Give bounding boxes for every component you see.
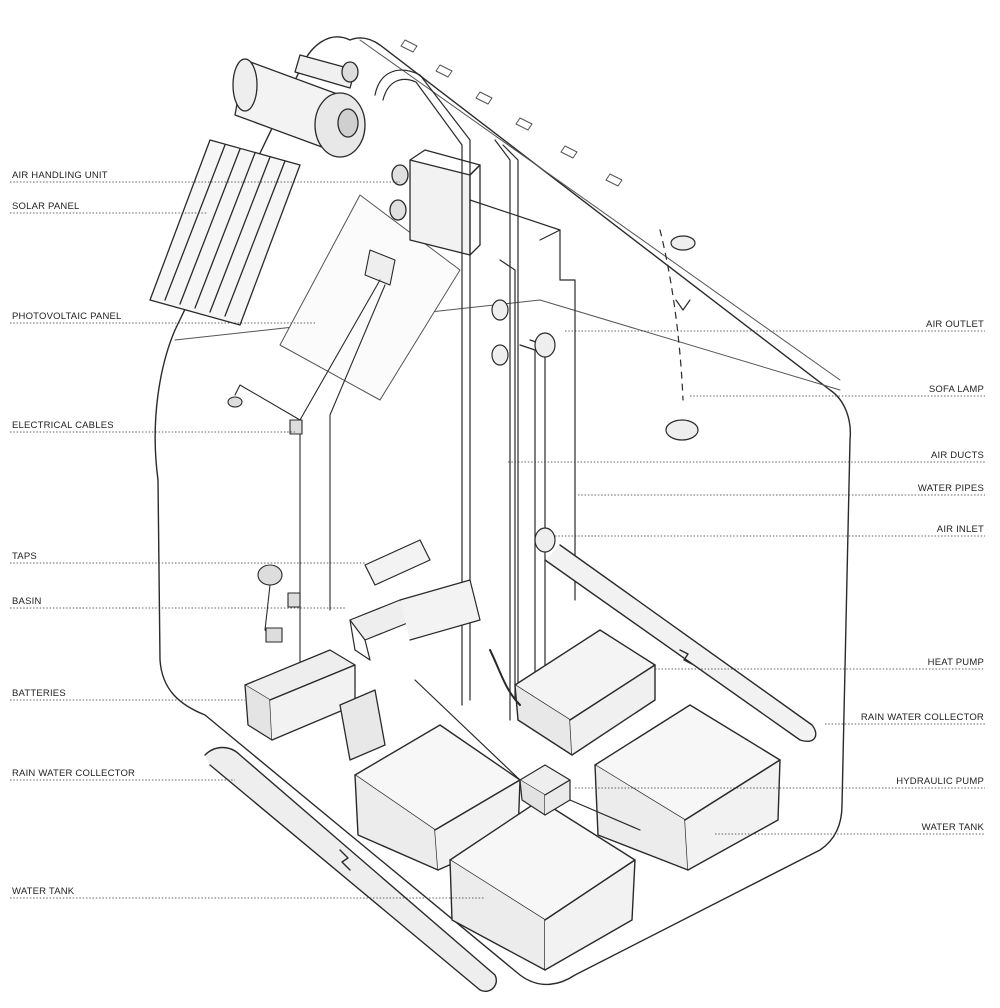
solar-tank: [232, 54, 366, 158]
label-water-tank-left: WATER TANK: [12, 886, 75, 897]
water-tank-back-left: [354, 724, 521, 871]
label-electrical-cables: ELECTRICAL CABLES: [12, 420, 114, 431]
shell-ridge: [359, 39, 841, 381]
basin-drawing: [349, 539, 481, 661]
solar-panel-drawing: [149, 139, 301, 326]
hydraulic-pump-drawing: [414, 679, 641, 831]
sofa-lamp-drawing: [659, 229, 699, 441]
label-air-inlet: AIR INLET: [936, 524, 984, 535]
label-batteries: BATTERIES: [12, 688, 66, 699]
label-air-outlet: AIR OUTLET: [926, 319, 984, 330]
label-basin: BASIN: [12, 596, 42, 607]
label-taps: TAPS: [12, 551, 37, 562]
label-water-tank-right: WATER TANK: [921, 822, 984, 833]
label-water-pipes: WATER PIPES: [917, 483, 984, 494]
label-hydraulic-pump: HYDRAULIC PUMP: [896, 776, 984, 787]
roof-vents: [400, 39, 623, 187]
batteries-drawing: [244, 649, 386, 761]
water-tank-front: [449, 799, 636, 971]
label-heat-pump: HEAT PUMP: [927, 657, 984, 668]
shell-outline: [154, 36, 852, 986]
label-rain-water-collector-right: RAIN WATER COLLECTOR: [860, 712, 984, 723]
label-air-ducts: AIR DUCTS: [931, 450, 984, 461]
leader-lines: [10, 181, 985, 899]
water-tank-back-right: [594, 704, 781, 871]
label-rain-water-collector-left: RAIN WATER COLLECTOR: [12, 768, 136, 779]
heat-pump-drawing: [489, 629, 656, 756]
ducts-and-pipes: [374, 69, 576, 721]
label-air-handling-unit: AIR HANDLING UNIT: [12, 170, 108, 181]
label-photovoltaic-panel: PHOTOVOLTAIC PANEL: [12, 311, 122, 322]
label-sofa-lamp: SOFA LAMP: [928, 384, 984, 395]
label-solar-panel: SOLAR PANEL: [12, 201, 80, 212]
rain-collector-right-drawing: [544, 544, 817, 742]
electrical-cables-drawing: [227, 249, 396, 701]
rain-collector-left-drawing: [204, 746, 497, 992]
